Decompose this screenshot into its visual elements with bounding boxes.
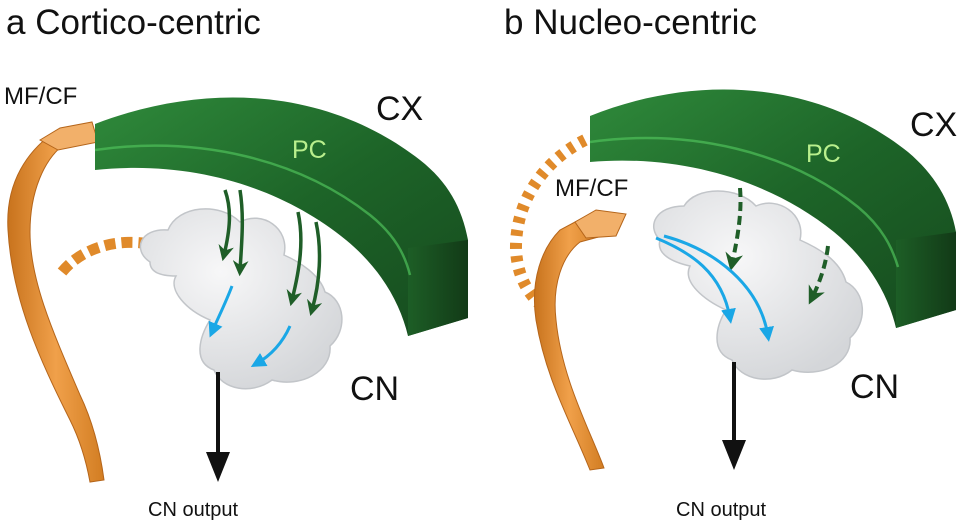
panel-b-internal-arrows	[655, 234, 774, 342]
panel-b-mf-cf-fiber	[533, 209, 627, 471]
panel-b-dashed-fiber	[509, 134, 588, 317]
panel-b: b Nucleo-centric	[504, 3, 957, 521]
panel-b-pc-label: PC	[806, 140, 841, 168]
panel-a-cx-label: CX	[376, 90, 423, 128]
panel-a-cortex	[94, 97, 468, 336]
panel-a-output-arrow	[206, 372, 230, 482]
panel-b-cn-label: CN	[850, 368, 899, 406]
panel-b-title: b Nucleo-centric	[504, 3, 757, 42]
panel-a-pc-label: PC	[292, 136, 327, 164]
panel-a-mf-cf-fiber	[7, 121, 105, 483]
panel-a-mf-cf-label: MF/CF	[4, 83, 77, 110]
panel-b-cx-label: CX	[910, 106, 957, 144]
panel-a-output-label: CN output	[148, 499, 238, 521]
panel-a: a Cortico-centric	[4, 3, 468, 521]
panel-b-cortex	[589, 89, 956, 328]
panel-a-cn-label: CN	[350, 370, 399, 408]
panel-a-dashed-fiber	[57, 236, 204, 276]
panel-b-output-arrow	[722, 362, 746, 470]
panel-b-cerebellar-nuclei	[653, 190, 864, 380]
panel-a-internal-arrows	[208, 285, 292, 367]
panel-b-pc-arrows	[725, 187, 830, 305]
panel-a-cerebellar-nuclei	[139, 208, 343, 390]
panel-b-mf-cf-label: MF/CF	[555, 175, 628, 202]
panel-b-output-label: CN output	[676, 499, 766, 521]
panel-a-title: a Cortico-centric	[6, 3, 261, 42]
panel-a-pc-arrows	[218, 189, 323, 317]
